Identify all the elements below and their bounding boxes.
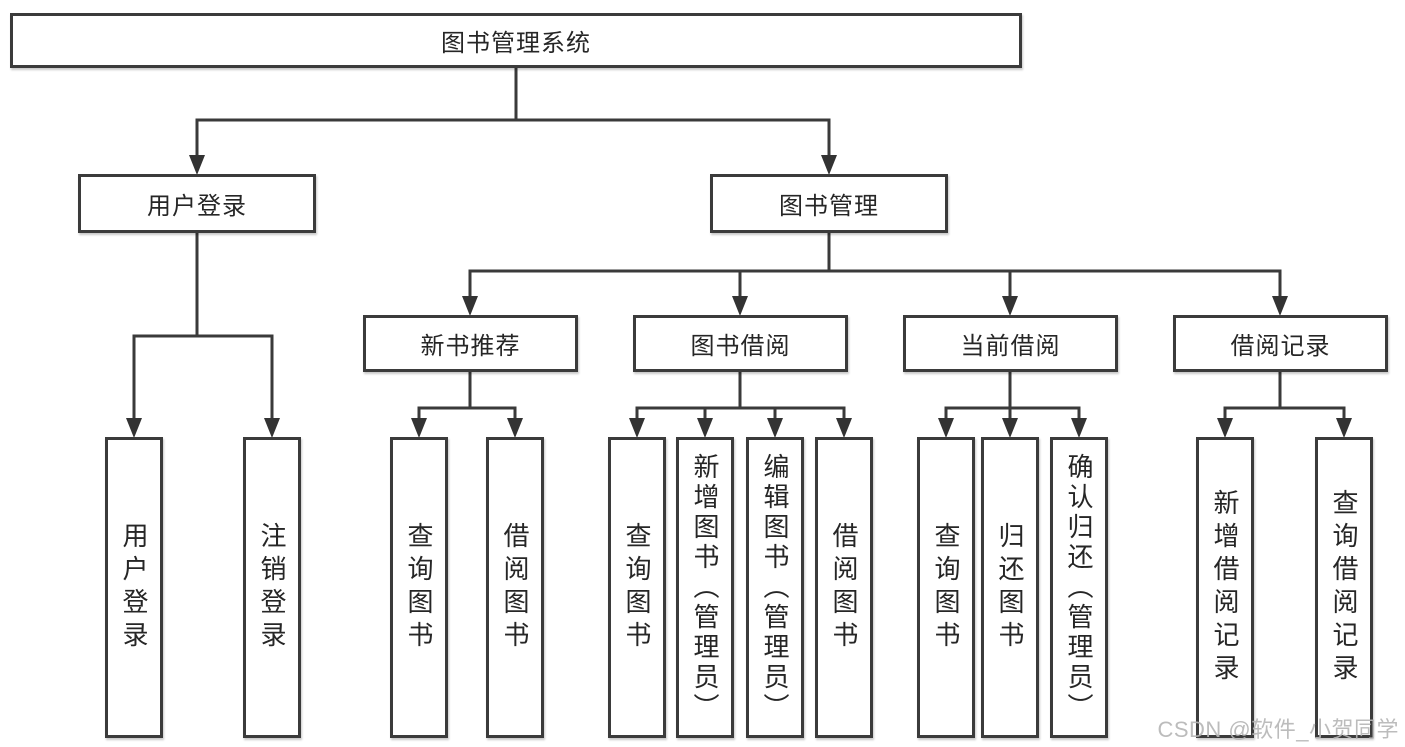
node-new-book-recommend: 新书推荐 <box>363 315 578 372</box>
node-borrow-record: 借阅记录 <box>1173 315 1388 372</box>
leaf-user-login-label: 用户登录 <box>119 521 149 654</box>
connector-current-borrow-children <box>938 370 1087 438</box>
leaf-query-books-borrow: 查询图书 <box>608 437 666 738</box>
node-book-borrow-label: 图书借阅 <box>690 333 791 360</box>
connector-book-borrow-children <box>629 370 852 438</box>
node-book-management: 图书管理 <box>710 174 948 233</box>
leaf-query-books-current: 查询图书 <box>917 437 975 738</box>
connector-new-book-recommend-children <box>411 370 523 438</box>
node-current-borrow-label: 当前借阅 <box>960 333 1061 360</box>
connector-root-to-level2 <box>189 66 837 175</box>
leaf-return-books-label: 归还图书 <box>995 521 1025 654</box>
leaf-query-borrow-record: 查询借阅记录 <box>1315 437 1373 738</box>
node-library-system-label: 图书管理系统 <box>441 30 591 57</box>
leaf-edit-books-admin: 编辑图书（管理员） <box>746 437 804 738</box>
connector-borrow-record-children <box>1217 370 1352 438</box>
leaf-query-books-recommend: 查询图书 <box>390 437 448 738</box>
leaf-edit-books-admin-label: 编辑图书（管理员） <box>760 452 790 723</box>
node-borrow-record-label: 借阅记录 <box>1230 333 1331 360</box>
leaf-query-books-recommend-label: 查询图书 <box>404 521 434 654</box>
leaf-query-books-current-label: 查询图书 <box>931 521 961 654</box>
leaf-borrow-books: 借阅图书 <box>815 437 873 738</box>
node-current-borrow: 当前借阅 <box>903 315 1118 372</box>
leaf-borrow-books-recommend-label: 借阅图书 <box>500 521 530 654</box>
node-user-login: 用户登录 <box>78 174 316 233</box>
leaf-confirm-return-admin-label: 确认归还（管理员） <box>1064 452 1094 723</box>
leaf-add-borrow-record-label: 新增借阅记录 <box>1210 488 1240 687</box>
leaf-borrow-books-recommend: 借阅图书 <box>486 437 544 738</box>
leaf-logout-login: 注销登录 <box>243 437 301 738</box>
leaf-add-borrow-record: 新增借阅记录 <box>1196 437 1254 738</box>
leaf-confirm-return-admin: 确认归还（管理员） <box>1050 437 1108 738</box>
leaf-add-books-admin-label: 新增图书（管理员） <box>690 452 720 723</box>
connector-user-login-children <box>126 231 280 438</box>
node-user-login-label: 用户登录 <box>147 193 247 220</box>
leaf-add-books-admin: 新增图书（管理员） <box>676 437 734 738</box>
leaf-query-books-borrow-label: 查询图书 <box>622 521 652 654</box>
node-book-borrow: 图书借阅 <box>633 315 848 372</box>
connector-book-management-children <box>462 231 1288 316</box>
leaf-query-borrow-record-label: 查询借阅记录 <box>1329 488 1359 687</box>
leaf-return-books: 归还图书 <box>981 437 1039 738</box>
node-new-book-recommend-label: 新书推荐 <box>420 333 521 360</box>
node-library-system: 图书管理系统 <box>10 13 1022 68</box>
node-book-management-label: 图书管理 <box>779 193 879 220</box>
leaf-user-login: 用户登录 <box>105 437 163 738</box>
csdn-watermark: CSDN @软件_小贺同学 <box>1157 717 1399 742</box>
leaf-logout-login-label: 注销登录 <box>257 521 287 654</box>
leaf-borrow-books-label: 借阅图书 <box>829 521 859 654</box>
